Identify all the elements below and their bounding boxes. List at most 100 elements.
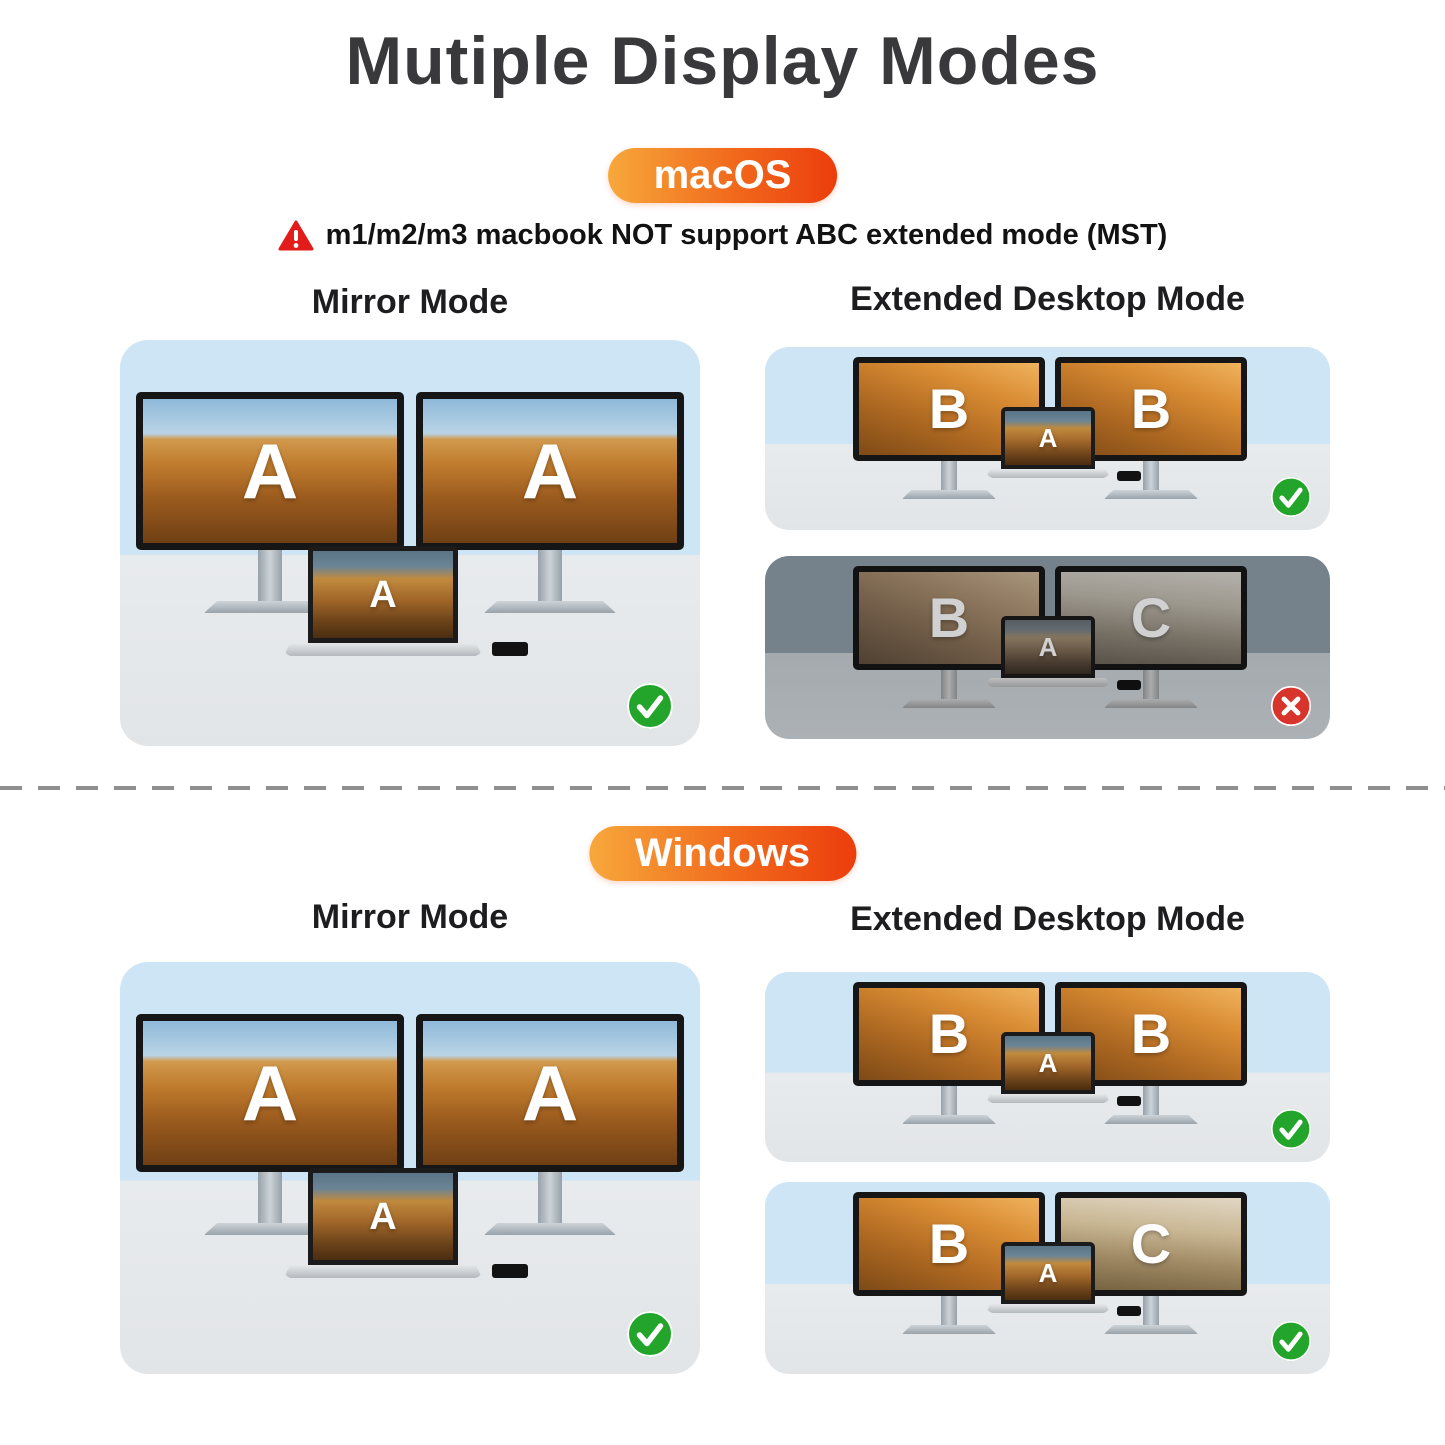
monitor-stand-base xyxy=(902,1325,996,1334)
usb-hub-dock xyxy=(1117,680,1141,690)
laptop-label: A xyxy=(1038,423,1058,453)
monitor-stand-neck xyxy=(538,550,562,602)
monitor-screen: A xyxy=(136,392,404,550)
monitor-label: A xyxy=(241,1049,299,1137)
laptop: A xyxy=(986,407,1110,478)
check-icon xyxy=(626,682,674,730)
monitor-stand-base xyxy=(484,601,616,613)
cross-icon xyxy=(1270,685,1312,727)
monitor-label: B xyxy=(1130,377,1172,440)
monitor-stand-base xyxy=(902,699,996,708)
monitor-label: B xyxy=(928,586,970,649)
monitor-stand-base xyxy=(1104,1115,1198,1124)
laptop-screen: A xyxy=(308,546,458,643)
monitor-stand-neck xyxy=(941,670,957,700)
warning-icon xyxy=(278,220,314,252)
monitor-label: B xyxy=(1130,1002,1172,1065)
monitor-label: B xyxy=(928,1002,970,1065)
monitor-stand-neck xyxy=(1143,1086,1159,1116)
monitor-stand-neck xyxy=(258,550,282,602)
monitor-stand-neck xyxy=(538,1172,562,1224)
monitor-screen: A xyxy=(416,1014,684,1172)
laptop: A xyxy=(284,1168,482,1278)
monitor-label: A xyxy=(241,427,299,515)
laptop-screen: A xyxy=(1001,616,1095,678)
laptop-keyboard xyxy=(986,1094,1110,1103)
monitor-stand-base xyxy=(902,1115,996,1124)
extended-scene-macos-unsupported: B C A xyxy=(765,556,1330,739)
monitor-label: C xyxy=(1130,586,1172,649)
warning-text: m1/m2/m3 macbook NOT support ABC extende… xyxy=(325,219,1168,251)
scene-content: A A A xyxy=(120,340,700,746)
laptop: A xyxy=(284,546,482,656)
laptop-label: A xyxy=(369,1195,397,1238)
usb-hub-dock xyxy=(492,1264,528,1278)
monitor-stand-base xyxy=(484,1223,616,1235)
monitor-label: A xyxy=(521,427,579,515)
monitor-stand-base xyxy=(204,601,336,613)
laptop-keyboard xyxy=(986,1304,1110,1313)
monitor-stand-base xyxy=(902,490,996,499)
extended-scene-macos-supported: B B A xyxy=(765,347,1330,530)
usb-hub-dock xyxy=(1117,1306,1141,1316)
check-icon xyxy=(1270,1320,1312,1362)
extended-scene-windows-bb: B B A xyxy=(765,972,1330,1162)
monitor-stand-neck xyxy=(941,1086,957,1116)
laptop: A xyxy=(986,1242,1110,1313)
monitor-screen: A xyxy=(416,392,684,550)
laptop: A xyxy=(986,1032,1110,1103)
usb-hub-dock xyxy=(492,642,528,656)
laptop-label: A xyxy=(369,573,397,616)
monitor-right: A xyxy=(416,1014,684,1235)
heading-extended-mode-windows: Extended Desktop Mode xyxy=(850,900,1245,938)
check-icon xyxy=(1270,1108,1312,1150)
scene-content: A A A xyxy=(120,962,700,1374)
mirror-scene-windows: A A A xyxy=(120,962,700,1374)
monitor-stand-base xyxy=(1104,490,1198,499)
monitor-label: A xyxy=(521,1049,579,1137)
monitor-stand-neck xyxy=(1143,670,1159,700)
monitor-stand-neck xyxy=(1143,461,1159,491)
laptop-label: A xyxy=(1038,632,1058,662)
laptop-keyboard xyxy=(986,469,1110,478)
page-title: Mutiple Display Modes xyxy=(345,23,1100,99)
monitor-label: B xyxy=(928,1212,970,1275)
monitor-stand-base xyxy=(204,1223,336,1235)
os-badge-macos: macOS xyxy=(607,148,838,203)
heading-mirror-mode-macos: Mirror Mode xyxy=(311,283,509,321)
usb-hub-dock xyxy=(1117,1096,1141,1106)
check-icon xyxy=(626,1310,674,1358)
os-badge-windows: Windows xyxy=(588,826,857,881)
monitor-left: A xyxy=(136,1014,404,1235)
laptop-keyboard xyxy=(986,678,1110,687)
monitor-stand-base xyxy=(1104,699,1198,708)
check-icon xyxy=(1270,476,1312,518)
laptop-label: A xyxy=(1038,1048,1058,1078)
scene-content: B B A xyxy=(765,972,1330,1162)
monitor-right: A xyxy=(416,392,684,613)
laptop-keyboard xyxy=(284,1265,482,1278)
monitor-stand-neck xyxy=(1143,1296,1159,1326)
scene-content: B B A xyxy=(765,347,1330,530)
monitor-left: A xyxy=(136,392,404,613)
scene-content: B C A xyxy=(765,556,1330,739)
monitor-stand-neck xyxy=(941,461,957,491)
mirror-scene-macos: A A A xyxy=(120,340,700,746)
laptop-screen: A xyxy=(1001,1242,1095,1304)
heading-mirror-mode-windows: Mirror Mode xyxy=(311,898,509,936)
monitor-label: C xyxy=(1130,1212,1172,1275)
laptop-keyboard xyxy=(284,643,482,656)
monitor-label: B xyxy=(928,377,970,440)
extended-scene-windows-bc: B C A xyxy=(765,1182,1330,1374)
monitor-screen: A xyxy=(136,1014,404,1172)
scene-content: B C A xyxy=(765,1182,1330,1374)
monitor-stand-neck xyxy=(258,1172,282,1224)
section-divider xyxy=(0,786,1445,790)
laptop-screen: A xyxy=(1001,407,1095,469)
monitor-stand-neck xyxy=(941,1296,957,1326)
monitor-stand-base xyxy=(1104,1325,1198,1334)
laptop: A xyxy=(986,616,1110,687)
laptop-screen: A xyxy=(308,1168,458,1265)
usb-hub-dock xyxy=(1117,471,1141,481)
